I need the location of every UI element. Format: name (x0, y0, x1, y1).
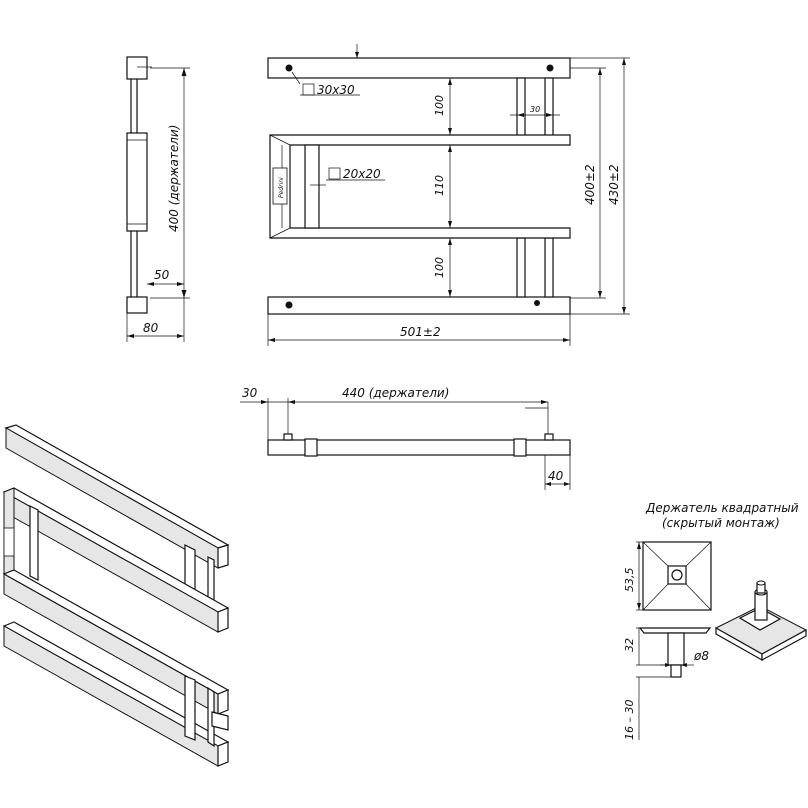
front-view: Pedrini 30x30 20x20 100 30 110 100 (267, 44, 630, 346)
right-post-bottom-2 (544, 237, 554, 298)
holder-height: 32 (623, 638, 636, 652)
top-bar (267, 57, 571, 79)
bottom-left-hole (285, 301, 293, 309)
right-post-top-1 (516, 77, 526, 137)
profile-30x30-label: 30x30 (317, 83, 355, 97)
top-right-hole (546, 64, 554, 72)
side-middle-bar (126, 132, 148, 232)
dim-holder-span: 440 (держатели) (342, 386, 449, 400)
isometric-view (2, 424, 230, 767)
right-post-top-2 (544, 77, 554, 137)
dim-small-offset: 30 (530, 105, 540, 114)
bottom-bar (267, 296, 571, 315)
dim-height-430: 430±2 (607, 164, 621, 205)
holder-plate-side (638, 627, 712, 634)
holder-detail: Держатель квадратный (скрытый монтаж) 53… (623, 501, 808, 741)
dim-bottom-depth: 40 (548, 469, 564, 483)
bottom-view-bar (267, 439, 571, 456)
dim-mid-gap: 110 (433, 175, 446, 196)
holder-subtitle: (скрытый монтаж) (662, 516, 780, 530)
dim-width-501: 501±2 (400, 325, 441, 339)
dim-side-offset: 50 (154, 268, 170, 282)
top-left-hole (285, 64, 293, 72)
holder-title: Держатель квадратный (645, 501, 799, 515)
holder-diameter: ø8 (693, 649, 709, 663)
side-view: 400 (держатели) 50 80 (126, 56, 190, 342)
holder-range: 16 – 30 (623, 700, 636, 741)
brand-plate (272, 167, 288, 205)
holder-size: 53,5 (623, 568, 636, 593)
side-top-cap (126, 56, 148, 80)
dim-side-width: 80 (143, 321, 159, 335)
dim-bottom-offset: 30 (242, 386, 258, 400)
dim-side-height: 400 (держатели) (167, 125, 181, 232)
middle-post (304, 144, 320, 229)
right-post-bottom-1 (516, 237, 526, 298)
bottom-right-hole (534, 300, 540, 306)
dim-height-400: 400±2 (583, 164, 597, 205)
brand-label: Pedrini (278, 177, 285, 198)
middle-u-frame (269, 134, 571, 239)
bottom-view: 30 440 (держатели) 40 (240, 386, 571, 490)
dim-bottom-gap: 100 (433, 257, 446, 278)
side-bottom-cap (126, 296, 148, 314)
bottom-view-holder-left (304, 438, 318, 457)
profile-20x20-label: 20x20 (343, 167, 381, 181)
dim-top-gap: 100 (433, 95, 446, 116)
bottom-view-holder-right (513, 438, 527, 457)
